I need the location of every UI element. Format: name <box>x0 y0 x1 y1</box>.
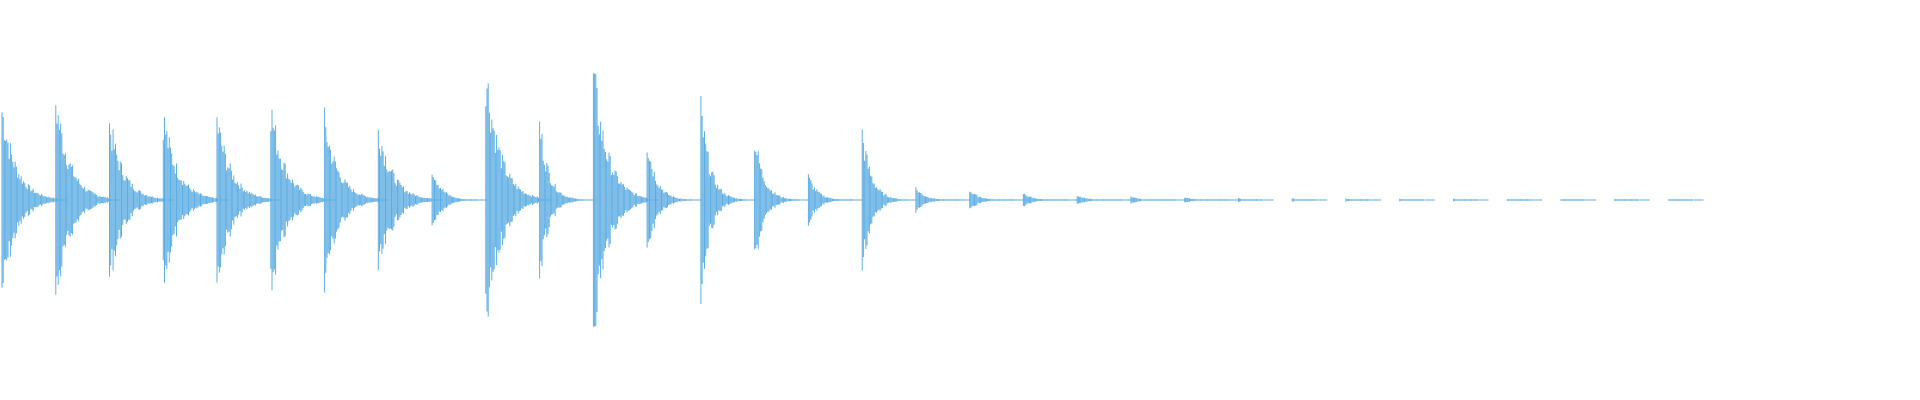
waveform-hit <box>1 112 67 288</box>
waveform-hit <box>1453 198 1489 202</box>
waveform-hit <box>1291 198 1328 202</box>
waveform-hit <box>1345 198 1381 202</box>
waveform-hit <box>969 191 1025 209</box>
waveform-hit <box>324 107 390 293</box>
waveform-hit <box>162 117 229 283</box>
waveform-hit <box>1130 196 1186 204</box>
waveform-hit <box>592 73 659 327</box>
waveform-hit <box>55 105 121 295</box>
waveform-hit <box>485 83 551 317</box>
waveform-hit <box>1668 199 1704 201</box>
waveform-hit <box>1506 199 1543 201</box>
waveform-hit <box>431 174 488 226</box>
waveform-hits <box>1 73 1704 327</box>
waveform-hit <box>1614 199 1650 201</box>
waveform-hit <box>216 117 282 283</box>
waveform-hit <box>539 121 595 279</box>
waveform-hit <box>700 96 756 304</box>
waveform-hit <box>754 150 810 250</box>
waveform-hit <box>1399 198 1435 202</box>
waveform-hit <box>109 123 175 277</box>
waveform-hit <box>1076 196 1133 204</box>
waveform-hit <box>861 129 918 271</box>
waveform-hit <box>1022 193 1079 207</box>
waveform-hit <box>1560 199 1596 201</box>
waveform-hit <box>1238 198 1274 202</box>
waveform-hit <box>807 174 864 226</box>
waveform-hit <box>377 129 444 271</box>
waveform-hit <box>915 187 971 213</box>
waveform-hit <box>270 109 336 291</box>
waveform-hit <box>1184 197 1240 203</box>
waveform-hit <box>646 152 703 248</box>
